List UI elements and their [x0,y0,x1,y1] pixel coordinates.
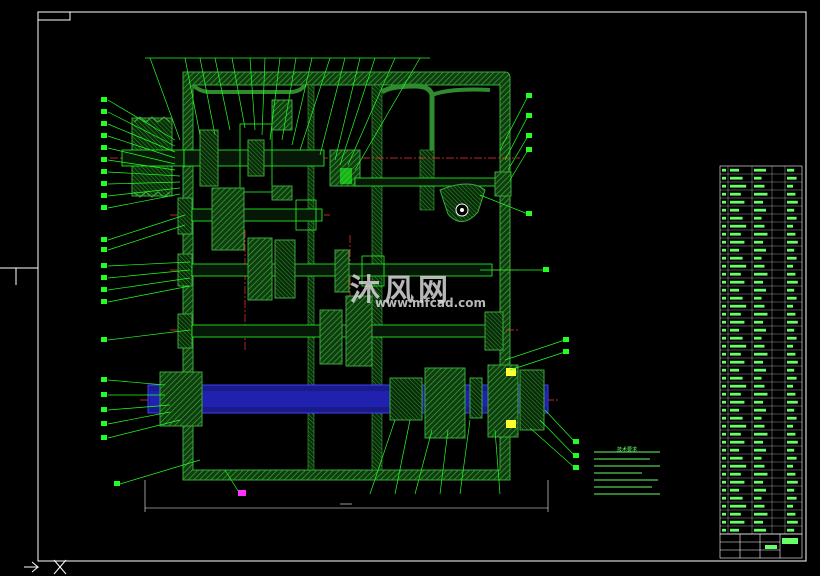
watermark-url: www.mfcad.com [375,296,486,310]
notes-title: 技术要求 [617,447,638,453]
shaft-1 [183,99,361,201]
leader-lines-left [107,99,201,485]
shaft-4 [177,295,504,367]
leader-lines-bottom [224,419,501,495]
input-pulley [121,116,185,198]
gearbox-housing [182,71,511,481]
shaft-2 [177,187,323,251]
drawing-frame [0,11,807,575]
magenta-marker [238,490,246,496]
watermark-brand: 沐风网 [350,273,452,308]
leader-lines-right [479,95,576,469]
technical-notes [594,451,660,495]
dimension-line [144,480,549,512]
shaft-3 [177,237,493,301]
control-shaft [354,171,512,222]
leader-ticks-left [101,97,120,486]
title-block [719,533,803,559]
output-shaft [147,364,549,439]
leader-lines-top [145,57,430,171]
parts-list-table [719,165,803,535]
leader-ticks-right [526,93,579,470]
